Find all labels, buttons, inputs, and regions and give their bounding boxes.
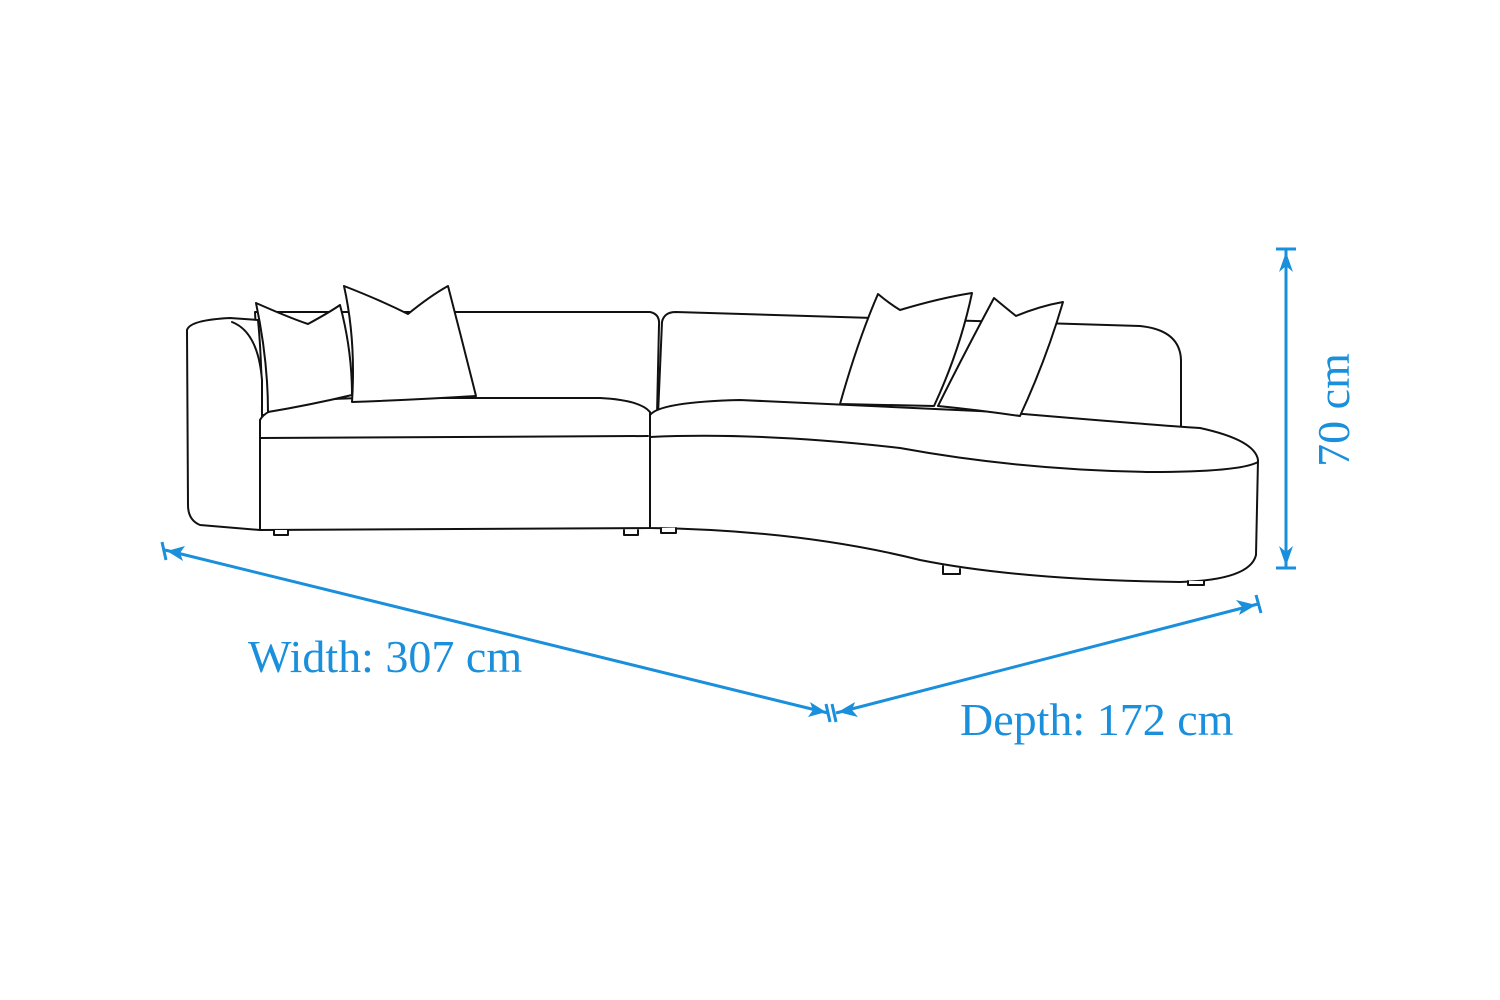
leg — [942, 565, 961, 575]
depth-dimension: Depth: 172 cm — [830, 594, 1263, 745]
pillow — [839, 292, 973, 407]
pillow — [343, 285, 477, 403]
leg — [660, 527, 677, 534]
height-dimension: 70 cm — [1276, 247, 1359, 570]
sofa-drawing — [186, 285, 1259, 586]
height-label: 70 cm — [1308, 353, 1359, 467]
pillow — [255, 302, 353, 413]
pillow — [937, 297, 1064, 417]
depth-label: Depth: 172 cm — [960, 694, 1234, 745]
leg — [1187, 580, 1205, 586]
seat-left — [259, 397, 651, 531]
leg — [623, 529, 639, 536]
width-label: Width: 307 cm — [248, 631, 522, 682]
left-arm-inner — [231, 321, 263, 411]
width-dimension: Width: 307 cm — [160, 541, 832, 723]
seat-right-edge — [649, 434, 1259, 473]
leg — [273, 529, 289, 536]
seat-right-chaise — [649, 399, 1259, 583]
seat-left-edge — [259, 435, 649, 439]
